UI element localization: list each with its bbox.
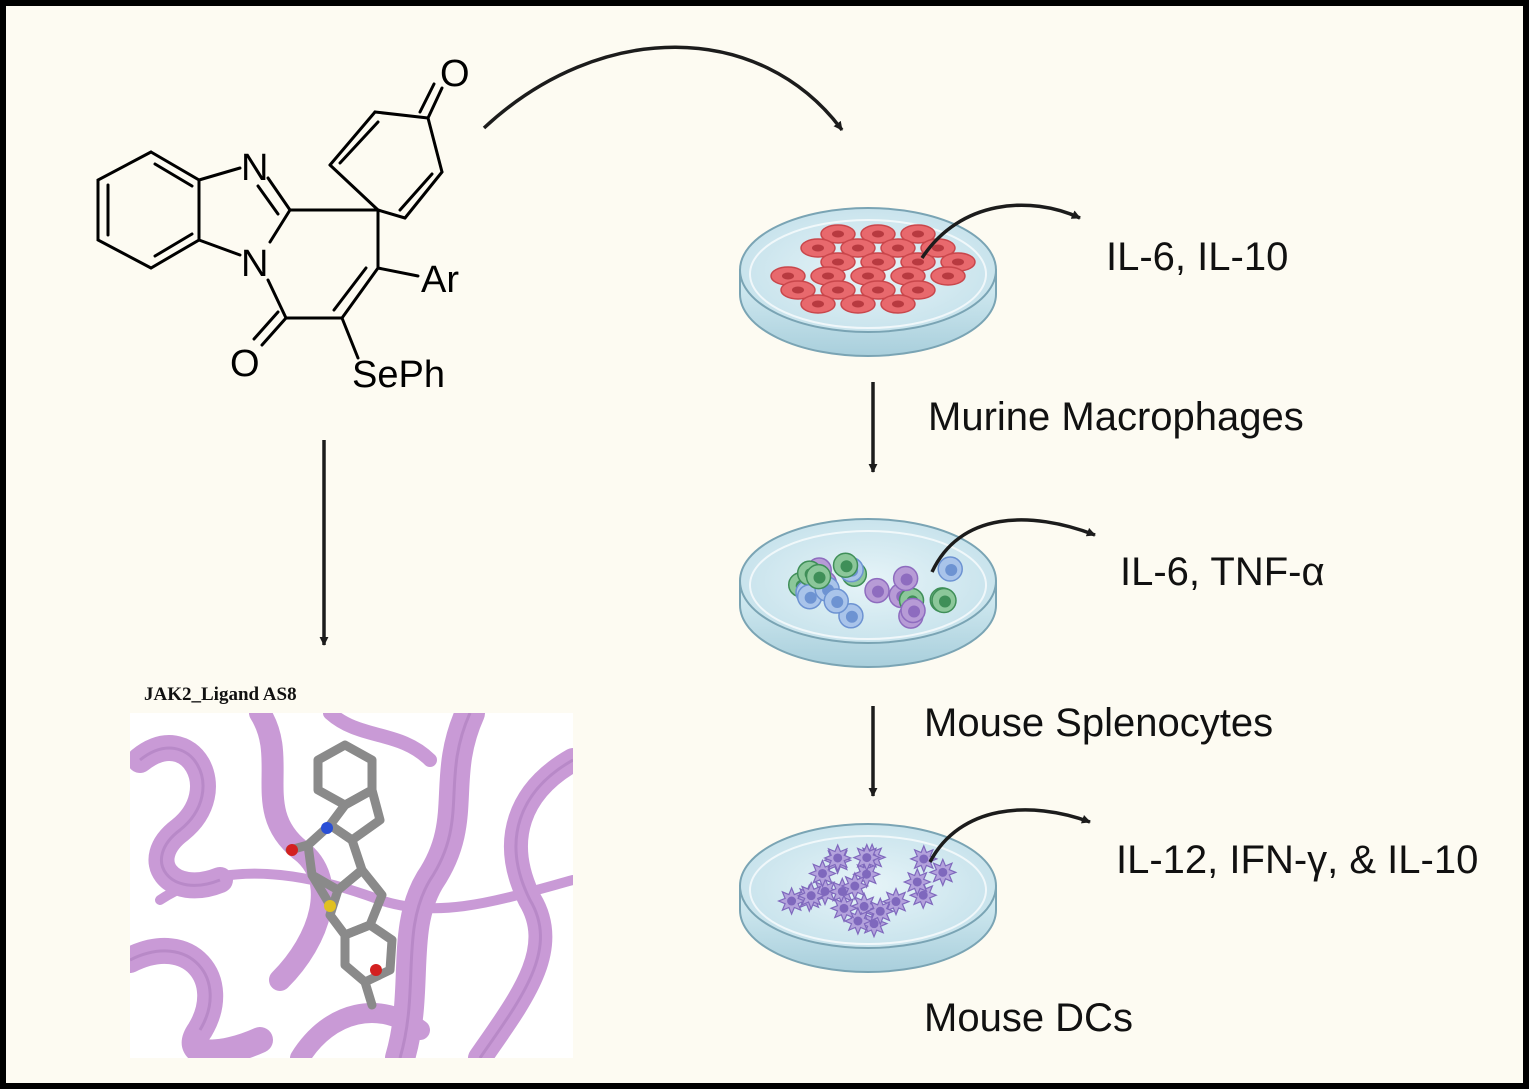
protein-ribbon: [130, 713, 573, 1058]
benzene-ring: [96, 150, 201, 270]
macrophage-cell: [860, 224, 896, 244]
label-murine-macrophages: Murine Macrophages: [928, 395, 1304, 439]
atom-amide-oxygen: O: [230, 343, 260, 385]
dendritic-cell: [829, 893, 859, 923]
dendritic-cell: [909, 844, 939, 874]
label-mouse-splenocytes: Mouse Splenocytes: [924, 701, 1273, 745]
cytokines-splenocytes: IL-6, TNF-α: [1120, 550, 1325, 594]
selenyl-substituent: SePh: [352, 354, 445, 396]
ligand-oxygen-atom: [286, 844, 298, 856]
macrophage-cell: [820, 280, 856, 300]
macrophage-cell: [880, 238, 916, 258]
macrophage-cell: [900, 280, 936, 300]
splenocyte-cell: [823, 588, 849, 614]
ligand-sticks: [285, 740, 397, 1010]
cells-splenocyte: [787, 552, 963, 629]
macrophage-cell: [840, 238, 876, 258]
arrow-cytokine-release-splenocyte: [930, 518, 1096, 573]
splenocyte-cell: [900, 597, 926, 624]
cytokines-macrophages: IL-6, IL-10: [1106, 235, 1288, 279]
macrophage-cell: [930, 266, 966, 286]
arrow-cytokine-release-dendritic: [928, 808, 1091, 863]
chemical-structure: N N O O Ar SePh: [96, 53, 470, 396]
macrophage-cell: [800, 294, 836, 314]
macrophage-cell: [820, 224, 856, 244]
ligand-nitrogen-atom: [321, 822, 333, 834]
aryl-substituent: Ar: [421, 259, 459, 301]
docking-panel: JAK2_Ligand AS8: [130, 684, 573, 1058]
ligand-carbonyl-oxygen-atom: [370, 964, 382, 976]
arrow-cytokine-release-macrophage: [920, 203, 1081, 259]
splenocyte-cell: [937, 556, 963, 582]
dendritic-cell: [823, 843, 853, 873]
dendritic-cell: [852, 843, 882, 873]
petri-dish-macrophage: [739, 207, 997, 357]
cells-dendritic: [777, 842, 958, 939]
dendritic-cell: [796, 881, 826, 911]
arrow-to-macrophages: [482, 45, 844, 132]
macrophage-cell: [860, 280, 896, 300]
dendritic-cell: [840, 871, 870, 901]
dendritic-cell: [777, 886, 807, 916]
pyridinone-ring: [252, 208, 420, 360]
imidazole-ring: [197, 166, 292, 257]
atom-ketone-oxygen: O: [440, 53, 470, 95]
label-mouse-dcs: Mouse DCs: [924, 996, 1133, 1040]
cells-macrophage: [770, 224, 976, 314]
splenocyte-cell: [931, 587, 957, 614]
macrophage-cell: [840, 294, 876, 314]
ligand-selenium-atom: [324, 900, 336, 912]
docking-caption: JAK2_Ligand AS8: [144, 684, 297, 705]
dendritic-cell: [881, 887, 911, 917]
dendritic-cell: [928, 857, 958, 887]
macrophage-cell: [900, 224, 936, 244]
splenocyte-cell: [805, 563, 832, 590]
assay-labels: IL-6, IL-10 Murine Macrophages IL-6, TNF…: [924, 235, 1478, 1040]
splenocyte-cell: [832, 552, 859, 578]
petri-dish-dendritic: [739, 823, 997, 973]
atom-imine-nitrogen: N: [241, 147, 268, 189]
macrophage-cell: [800, 238, 836, 258]
splenocyte-cell: [892, 565, 919, 592]
petri-dish-splenocyte: [739, 518, 997, 668]
assay-panel: [739, 203, 1096, 973]
atom-amide-nitrogen: N: [241, 243, 268, 285]
macrophage-cell: [880, 294, 916, 314]
splenocyte-cell: [864, 577, 890, 604]
macrophage-cell: [780, 280, 816, 300]
cyclohexadienone-ring: [328, 82, 444, 220]
cytokines-dcs: IL-12, IFN-γ, & IL-10: [1116, 838, 1478, 882]
dendritic-cell: [865, 896, 895, 926]
dendritic-cell: [902, 867, 932, 897]
